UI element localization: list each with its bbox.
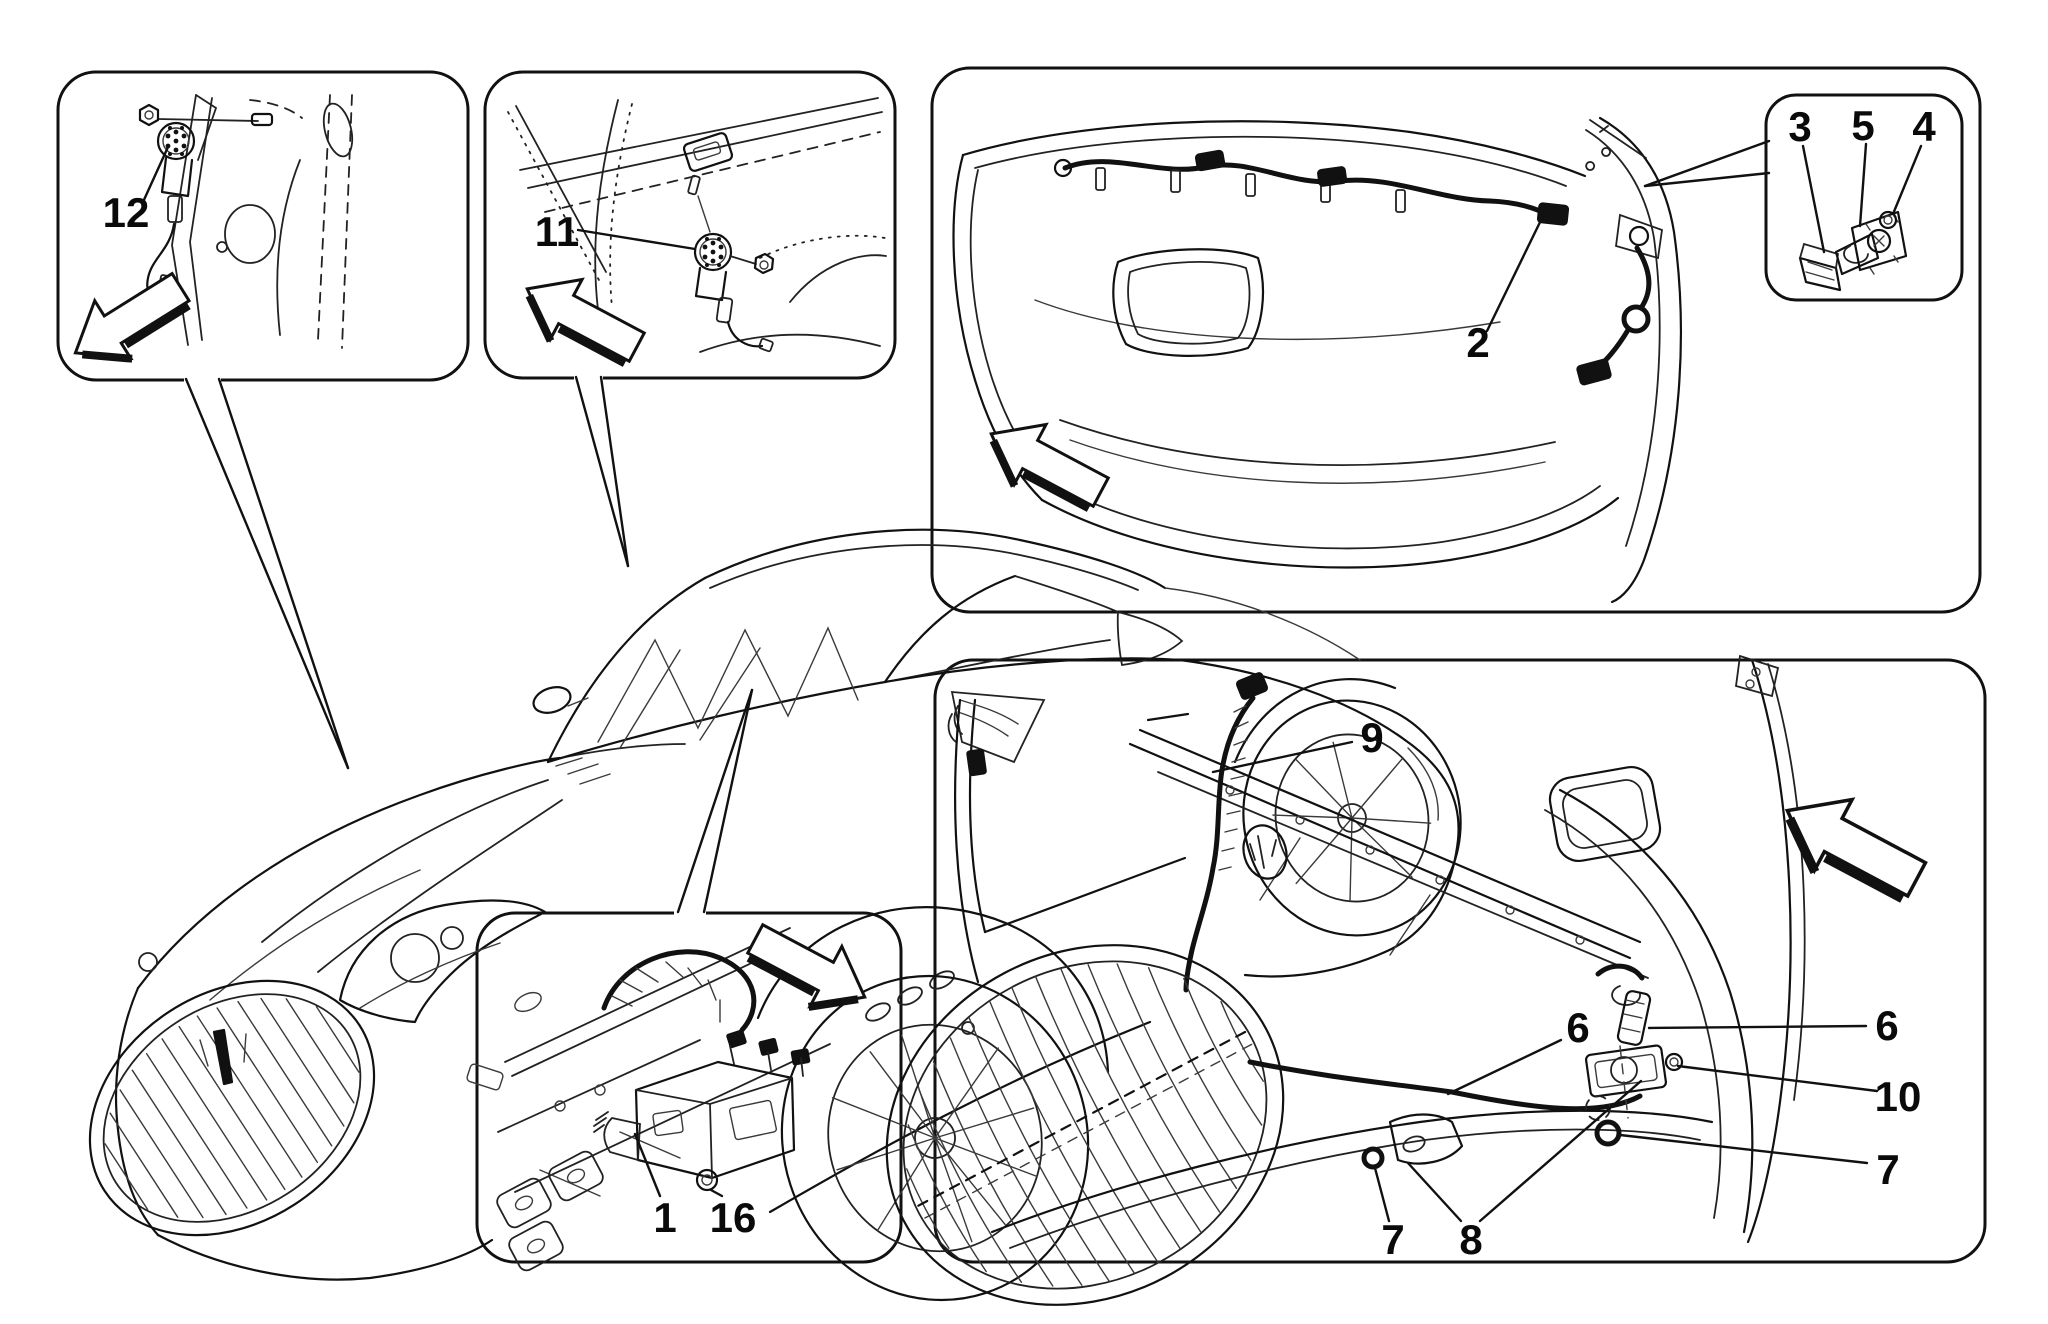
callout-8: 8 (1459, 1216, 1482, 1263)
callout-12: 12 (103, 189, 150, 236)
callout-1: 1 (653, 1194, 676, 1241)
front-trident-badge (1242, 824, 1288, 880)
front-parking-sensor-assembly (1361, 963, 1684, 1170)
headlight (338, 899, 547, 1091)
callout-11: 11 (535, 208, 579, 255)
panel-rear-bumper-detail (930, 66, 1982, 614)
front-sensor-harness-9 (1183, 672, 1269, 993)
ecu-box-1 (593, 1060, 796, 1192)
panel-leader-wedges (184, 139, 1771, 916)
glasshouse (532, 528, 1184, 764)
direction-arrow-down-left-icon (1768, 775, 1935, 916)
panel-front-bumper-detail (933, 658, 1987, 1264)
panel-dashboard-detail (483, 70, 897, 380)
callout-6-right: 6 (1875, 1002, 1898, 1049)
callout-5: 5 (1851, 102, 1874, 149)
callout-7-right: 7 (1876, 1146, 1899, 1193)
a-pillar-detail-drawing: 12 (57, 94, 354, 383)
rear-sensor-harness-2 (1053, 149, 1652, 386)
grille-trident-badge (212, 1028, 234, 1086)
sensor-kit-inset-drawing: 3 5 4 (1788, 102, 1936, 292)
callout-3: 3 (1788, 103, 1811, 150)
callout-9: 9 (1360, 714, 1383, 761)
rear-bumper-drawing: 3 5 4 2 (952, 102, 1936, 604)
direction-arrow-down-left-icon (511, 259, 653, 378)
direction-arrow-down-left-icon (975, 404, 1117, 523)
panel-a-pillar-detail (56, 70, 470, 382)
buzzer-sensor-11 (693, 232, 775, 353)
callout-6-left: 6 (1566, 1004, 1589, 1051)
front-bumper-drawing: 9 6 6 10 7 7 8 (885, 654, 1935, 1306)
callout-7-left: 7 (1381, 1216, 1404, 1263)
panel-borders (56, 66, 1987, 1264)
front-grille (88, 952, 376, 1237)
ecu-harness (601, 949, 811, 1077)
dashboard-detail-drawing: 11 (508, 97, 887, 378)
callout-4: 4 (1912, 103, 1936, 150)
body-side (756, 587, 1460, 1214)
control-unit-drawing: 1 16 (496, 909, 880, 1272)
callout-2: 2 (1466, 319, 1489, 366)
rear-wheel (1242, 699, 1462, 937)
callout-10: 10 (1875, 1073, 1922, 1120)
callout-16: 16 (710, 1194, 757, 1241)
inset-sensor-kit-detail (1764, 93, 1964, 302)
